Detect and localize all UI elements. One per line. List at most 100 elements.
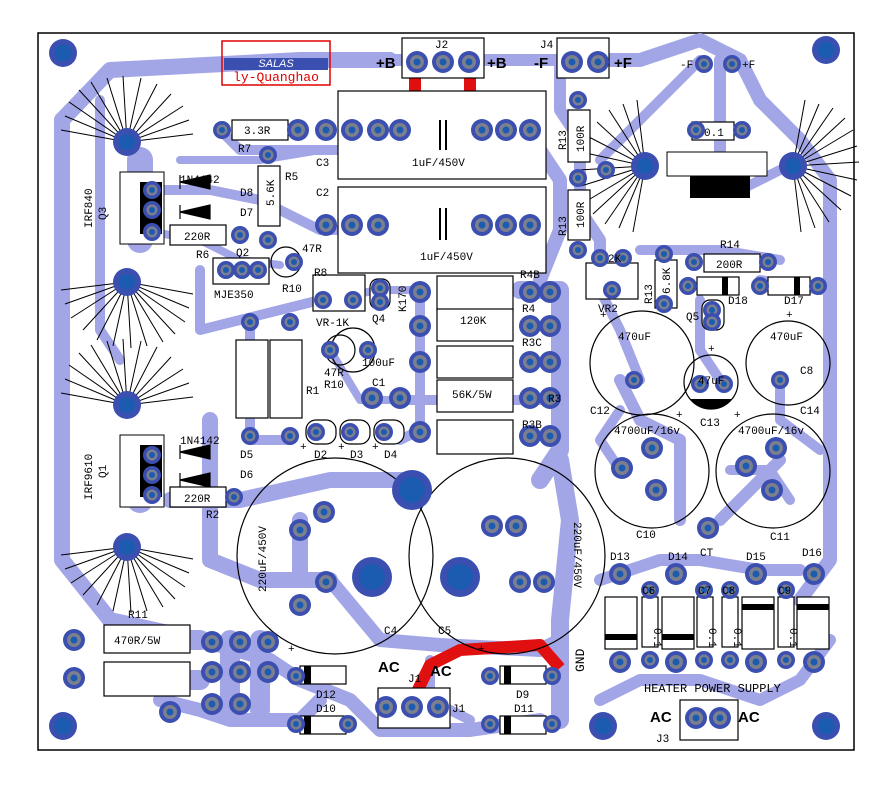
label-plus-d3: + xyxy=(338,442,345,454)
label-j1-top: J1 xyxy=(408,674,422,686)
label-q4: Q4 xyxy=(372,314,386,326)
label-c3-value: 1uF/450V xyxy=(412,158,465,170)
label-r14: R14 xyxy=(720,240,740,252)
label-c9: C9 xyxy=(778,586,791,598)
label-f-plus-small: +F xyxy=(742,60,755,72)
label-c3: C3 xyxy=(316,158,329,170)
label-ac-right: AC xyxy=(430,663,452,680)
label-r13-top: R13 xyxy=(558,130,570,150)
label-c11: C11 xyxy=(770,532,790,544)
label-plus-c11: + xyxy=(734,410,741,422)
label-gnd: GND xyxy=(573,648,588,672)
label-vr1k: VR-1K xyxy=(316,318,349,330)
label-c8b-value: 0.1 xyxy=(730,628,742,648)
label-c1-value: 100uF xyxy=(362,358,395,370)
label-q5: Q5 xyxy=(686,312,699,324)
label-b-plus-left: +B xyxy=(376,55,396,72)
label-j2: J2 xyxy=(435,40,448,52)
label-r10-top: R10 xyxy=(282,284,302,296)
label-r13-top-value: 100R xyxy=(576,125,588,152)
label-d7: D7 xyxy=(240,208,253,220)
label-d12: D12 xyxy=(316,690,336,702)
label-c7: C7 xyxy=(698,586,711,598)
label-f-plus: +F xyxy=(614,55,632,72)
label-j3-ac-left: AC xyxy=(650,709,672,726)
label-plus-c12: + xyxy=(600,310,607,322)
label-vr2: VR2 xyxy=(598,304,618,316)
label-c7-value: 0.1 xyxy=(705,628,717,648)
label-plus-c5: + xyxy=(478,644,485,656)
credit-author: SALAS xyxy=(258,58,294,70)
label-c8b: C8 xyxy=(722,586,735,598)
label-b-plus-right: +B xyxy=(487,55,507,72)
label-k170: K170 xyxy=(398,286,410,312)
label-r14-value: 200R xyxy=(716,260,743,272)
credit-box: SALAS ly-Quanghao xyxy=(221,40,331,86)
label-d17: D17 xyxy=(784,296,804,308)
label-r7: R7 xyxy=(238,144,251,156)
label-vr2-value: 2K xyxy=(608,254,622,266)
label-d2: D2 xyxy=(314,450,327,462)
label-c4: C4 xyxy=(384,626,398,638)
label-j3-ac-right: AC xyxy=(738,709,760,726)
label-c12-value: 470uF xyxy=(618,332,651,344)
silkscreen-labels: J2 +B +B J4 -F +F -F +F 3.3R R7 C3 1uF/4… xyxy=(84,40,822,746)
label-heater-power-supply: HEATER POWER SUPPLY xyxy=(644,682,781,696)
label-r13-mid-value: 100R xyxy=(576,201,588,228)
label-c6: C6 xyxy=(642,586,655,598)
label-r11-value: 470R/5W xyxy=(114,636,161,648)
label-q3: Q3 xyxy=(98,207,110,220)
label-c8: C8 xyxy=(800,366,813,378)
label-plus-c10: + xyxy=(676,410,683,422)
label-d9: D9 xyxy=(516,690,529,702)
label-irf9610: IRF9610 xyxy=(84,454,96,500)
label-r3: R3 xyxy=(548,394,561,406)
label-d6: D6 xyxy=(240,470,253,482)
label-j1: J1 xyxy=(452,704,466,716)
label-r10: R10 xyxy=(324,380,344,392)
label-plus-c8: + xyxy=(786,310,793,322)
label-ac-left: AC xyxy=(378,659,400,676)
label-r11: R11 xyxy=(128,610,148,622)
label-f-minus-small: -F xyxy=(680,60,693,72)
label-c10-value: 4700uF/16v xyxy=(614,426,680,438)
label-r10-top-value: 47R xyxy=(302,244,322,256)
label-r8: R8 xyxy=(314,268,327,280)
label-d18: D18 xyxy=(728,296,748,308)
label-r6: R6 xyxy=(196,250,209,262)
label-d8-part: 1N4142 xyxy=(180,175,220,187)
label-r1: R1 xyxy=(306,386,320,398)
label-c10: C10 xyxy=(636,530,656,542)
label-d11: D11 xyxy=(514,704,534,716)
label-r4b: R4B xyxy=(520,270,540,282)
label-r10-value: 47R xyxy=(324,368,344,380)
label-j4: J4 xyxy=(540,40,554,52)
label-d13: D13 xyxy=(610,552,630,564)
label-r13-6k8-value: 6.8K xyxy=(662,267,674,294)
label-j3: J3 xyxy=(656,734,669,746)
label-c12: C12 xyxy=(590,406,610,418)
label-r3b: R3B xyxy=(522,420,542,432)
label-ct: CT xyxy=(700,548,714,560)
credit-modder: ly-Quanghao xyxy=(233,70,319,85)
label-c9-value: 0.1 xyxy=(786,628,798,648)
label-c5: C5 xyxy=(438,626,451,638)
label-d5: D5 xyxy=(240,450,253,462)
label-plus-d2: + xyxy=(300,442,307,454)
label-r5: R5 xyxy=(285,172,298,184)
label-plus-c13: + xyxy=(708,344,715,356)
component-outlines xyxy=(103,37,831,741)
label-c4-value: 220uF/450V xyxy=(258,526,270,592)
label-f-minus: -F xyxy=(534,55,548,72)
label-c11-value: 4700uF/16v xyxy=(738,426,804,438)
label-plus-d4: + xyxy=(372,442,379,454)
label-r4: R4 xyxy=(522,304,536,316)
label-r7-value: 3.3R xyxy=(244,126,271,138)
label-d4: D4 xyxy=(384,450,398,462)
label-c5-value: 220uF/450V xyxy=(570,522,582,588)
label-d15: D15 xyxy=(746,552,766,564)
label-c8-value: 470uF xyxy=(770,332,803,344)
label-r3-value: 56K/5W xyxy=(452,390,492,402)
label-c-01: 0.1 xyxy=(704,128,724,140)
